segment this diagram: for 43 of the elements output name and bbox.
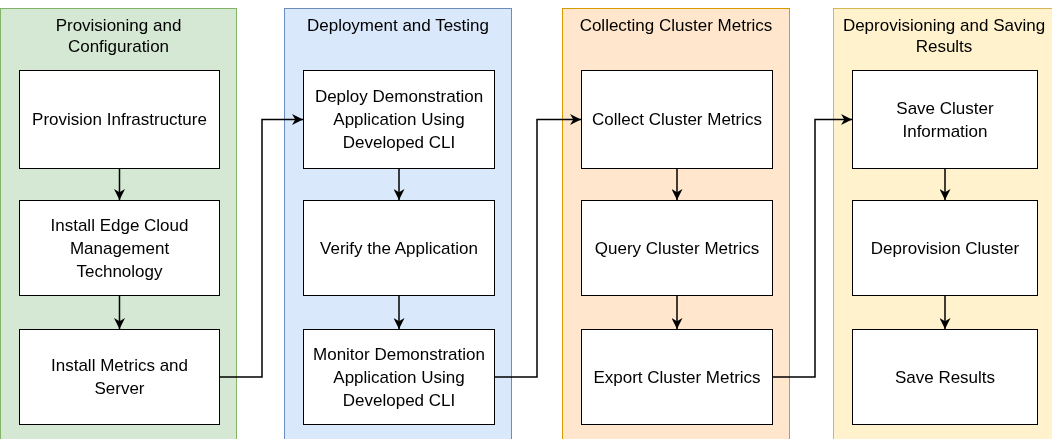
process-box	[303, 70, 495, 169]
process-box	[19, 329, 220, 425]
process-box	[852, 70, 1038, 169]
step-label: Monitor Demonstration Application Using Developed CLI	[312, 343, 486, 412]
step-label: Save Cluster Information	[895, 97, 995, 143]
step-label: Install Metrics and Server	[50, 355, 189, 400]
process-box	[19, 70, 220, 169]
process-box	[581, 200, 773, 296]
step-label: Deprovision Cluster	[869, 237, 1021, 260]
process-box	[581, 329, 773, 425]
arrow	[671, 295, 683, 330]
arrow	[772, 114, 853, 378]
process-box	[303, 329, 495, 425]
step-label: Provision Infrastructure	[31, 109, 208, 131]
lane-title: Deployment and Testing	[305, 15, 491, 36]
step-label: Verify the Application	[319, 237, 479, 260]
step-label: Query Cluster Metrics	[593, 237, 761, 260]
step-label: Deploy Demonstration Application Using Developed CLI	[313, 86, 485, 154]
swimlane	[562, 8, 790, 439]
process-box	[303, 200, 495, 296]
arrow	[219, 114, 304, 378]
arrow	[393, 295, 405, 330]
lane-title: Deprovisioning and Saving Results	[841, 15, 1047, 57]
arrow	[671, 168, 683, 201]
process-box	[852, 329, 1038, 425]
process-box	[19, 200, 220, 296]
process-box	[852, 200, 1038, 296]
step-label: Export Cluster Metrics	[592, 366, 762, 389]
arrow	[114, 168, 125, 201]
arrow	[393, 168, 405, 201]
step-label: Save Results	[893, 366, 997, 389]
arrow	[494, 114, 582, 378]
swimlane	[284, 8, 512, 439]
step-label: Collect Cluster Metrics	[590, 109, 763, 131]
swimlane	[833, 8, 1052, 439]
process-box	[581, 70, 773, 169]
step-label: Install Edge Cloud Management Technology	[49, 214, 190, 283]
swimlane	[0, 8, 237, 439]
lane-title: Collecting Cluster Metrics	[578, 15, 774, 36]
lane-title: Provisioning and Configuration	[54, 15, 183, 57]
arrow	[114, 295, 125, 330]
arrow	[939, 295, 951, 330]
arrow	[939, 168, 951, 201]
